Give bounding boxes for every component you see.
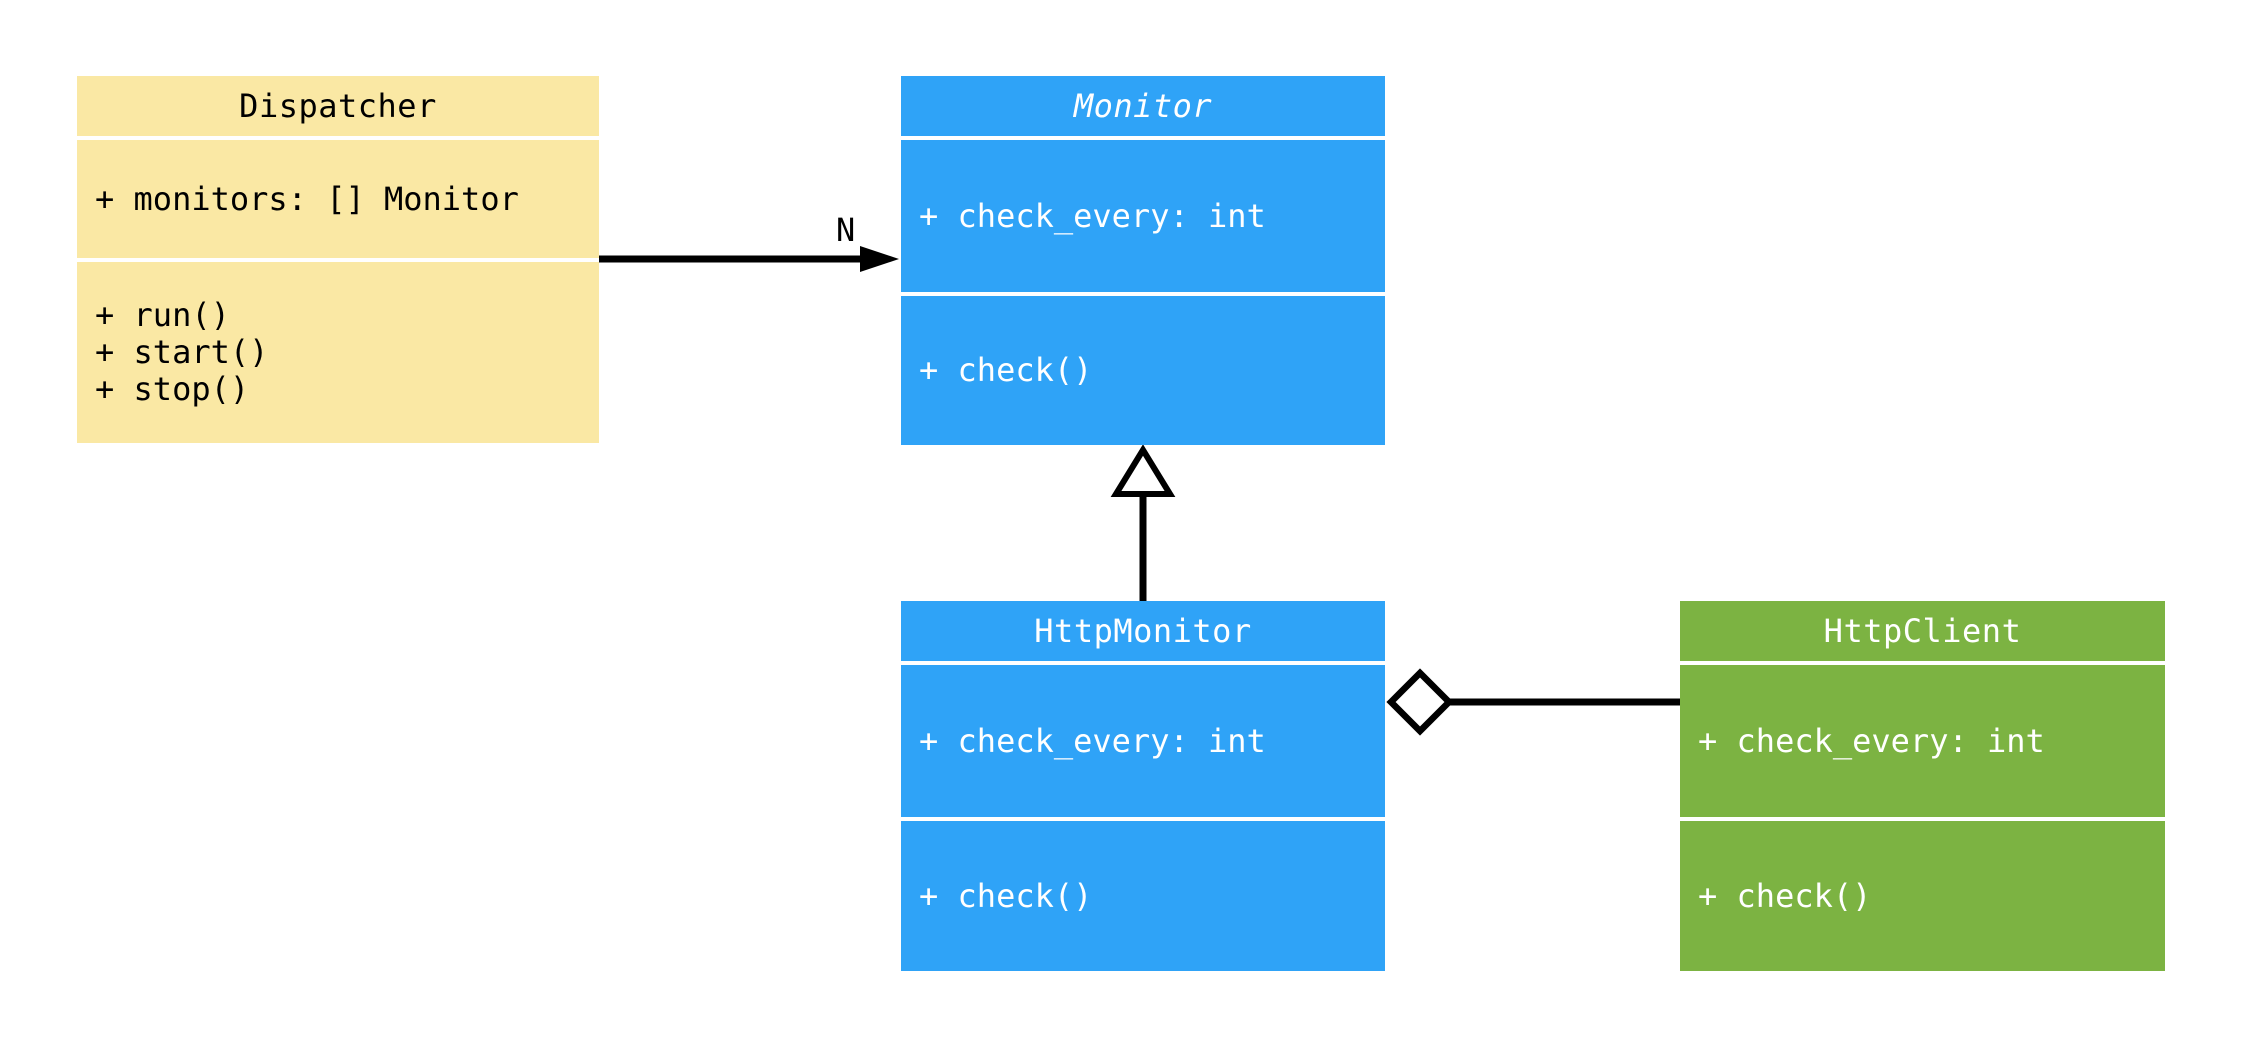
class-name: HttpMonitor [1034, 612, 1252, 650]
class-name: Monitor [1073, 87, 1213, 125]
class-title-bar: Monitor [901, 76, 1385, 136]
aggregation-httpmonitor-httpclient [1386, 668, 1680, 736]
attribute-line: + monitors: [] Monitor [95, 179, 519, 218]
methods-compartment: + check() [1680, 821, 2165, 971]
attributes-compartment: + check_every: int [901, 665, 1385, 817]
class-box-monitor: Monitor + check_every: int + check() [901, 76, 1385, 445]
class-name: Dispatcher [239, 87, 437, 125]
attribute-line: + check_every: int [1698, 721, 2045, 760]
methods-compartment: + check() [901, 821, 1385, 971]
aggregation-diamond-icon [1386, 668, 1454, 736]
methods-compartment: + check() [901, 296, 1385, 445]
method-line: + check() [1698, 876, 1872, 915]
class-name: HttpClient [1823, 612, 2022, 650]
attributes-compartment: + monitors: [] Monitor [77, 140, 599, 258]
attribute-line: + check_every: int [919, 721, 1266, 760]
attributes-compartment: + check_every: int [1680, 665, 2165, 817]
method-line: + stop() [95, 370, 250, 408]
class-title-bar: HttpMonitor [901, 601, 1385, 661]
method-line: + check() [919, 351, 1093, 389]
association-arrowhead-icon [860, 246, 899, 272]
class-box-httpmonitor: HttpMonitor + check_every: int + check() [901, 601, 1385, 971]
class-title-bar: Dispatcher [77, 76, 599, 136]
class-box-dispatcher: Dispatcher + monitors: [] Monitor + run(… [77, 76, 599, 443]
method-line: + check() [919, 876, 1093, 915]
attributes-compartment: + check_every: int [901, 140, 1385, 292]
method-line: + start() [95, 333, 269, 371]
methods-compartment: + run() + start() + stop() [77, 262, 599, 443]
class-box-httpclient: HttpClient + check_every: int + check() [1680, 601, 2165, 971]
association-dispatcher-monitor [599, 246, 899, 272]
multiplicity-label: N [836, 211, 856, 249]
inheritance-triangle-icon [1110, 444, 1176, 497]
method-line: + run() [95, 296, 230, 334]
inheritance-httpmonitor-monitor [1110, 444, 1176, 602]
class-title-bar: HttpClient [1680, 601, 2165, 661]
attribute-line: + check_every: int [919, 196, 1266, 235]
